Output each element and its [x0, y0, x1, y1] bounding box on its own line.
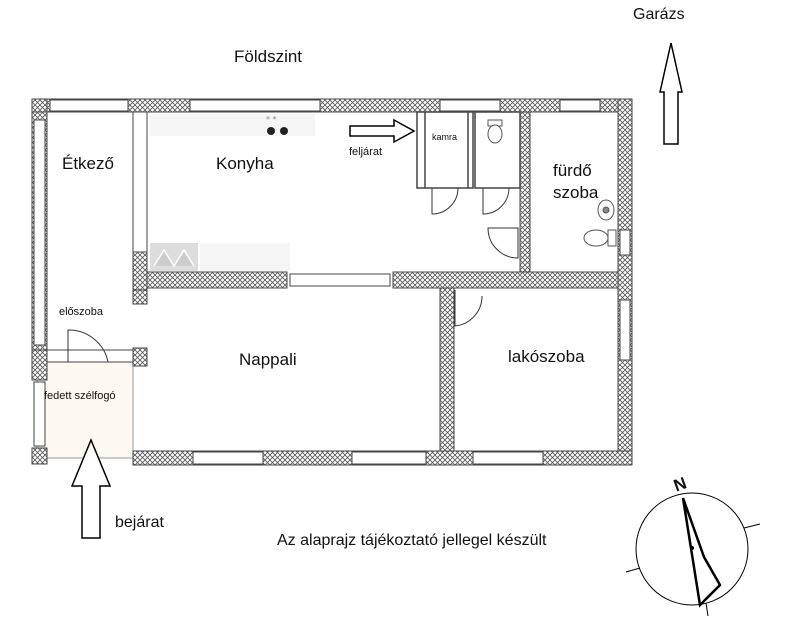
- kitchen-counter: [150, 114, 315, 136]
- sink-basin: [153, 248, 195, 268]
- entrance-arrow-icon: [70, 438, 112, 539]
- kitchen-counter-lower: [200, 243, 290, 271]
- windows: [33, 99, 631, 465]
- room-label-bathroom-line2: szoba: [553, 183, 599, 202]
- svg-text:* *: * *: [266, 115, 277, 124]
- page-title: Földszint: [234, 47, 303, 66]
- stairs-label: feljárat: [349, 146, 383, 158]
- garage-arrow-icon: [659, 42, 683, 145]
- room-label-pantry: kamra: [432, 132, 458, 142]
- entrance-label: bejárat: [115, 514, 164, 531]
- garage-label: Garázs: [633, 6, 685, 23]
- disclaimer-text: Az alaprajz tájékoztató jellegel készült: [277, 532, 547, 549]
- porch-wall: [46, 349, 134, 363]
- compass-icon: [625, 492, 761, 617]
- room-label-bedroom: lakószoba: [508, 347, 585, 366]
- room-label-dining: Étkező: [62, 154, 114, 173]
- room-label-living: Nappali: [239, 350, 297, 369]
- dining-kitchen-divider: [132, 111, 148, 253]
- toilet-icon: [487, 119, 503, 144]
- porch-floor: [36, 359, 134, 459]
- room-label-porch: fedett szélfogó: [44, 390, 116, 402]
- interior-walls: [132, 111, 619, 452]
- pantry-block: [416, 111, 521, 189]
- room-label-kitchen: Konyha: [216, 154, 274, 173]
- stairs-arrow-icon: [349, 118, 416, 144]
- room-label-hall: előszoba: [59, 306, 104, 318]
- living-wall-gap: [289, 273, 391, 287]
- room-label-bathroom-line1: fürdő: [553, 161, 592, 180]
- doors: [67, 187, 519, 363]
- stove-icon: * *: [266, 115, 288, 135]
- bathroom-fixtures-icon: [583, 199, 617, 247]
